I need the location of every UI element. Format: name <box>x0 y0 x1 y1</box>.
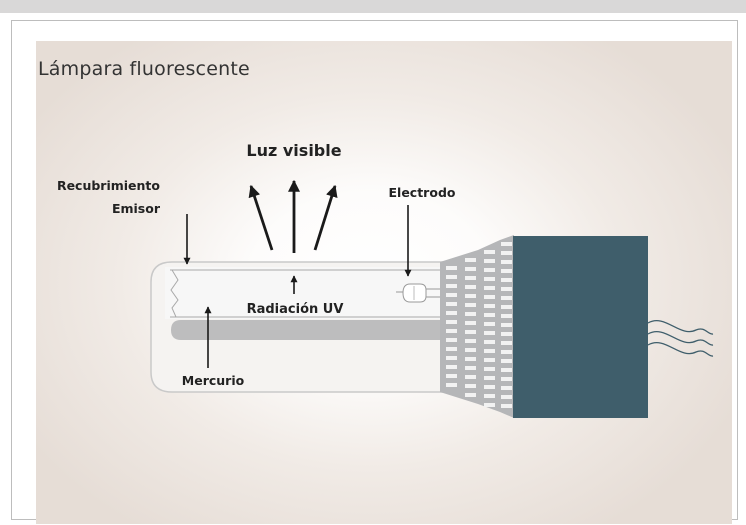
visible-light-arrow-left <box>248 184 274 251</box>
mercury-rod <box>171 320 462 340</box>
electrode-label: Electrodo <box>389 185 456 200</box>
emitter-coating <box>170 269 450 318</box>
coating-label-line1: Recubrimiento <box>57 178 160 193</box>
uv-radiation-label: Radiación UV <box>247 302 344 317</box>
visible-light-arrow-right <box>313 184 338 251</box>
electrical-wires <box>647 320 714 357</box>
ribbed-neck <box>440 235 514 418</box>
rib-pattern <box>446 242 512 408</box>
top-band <box>0 0 746 13</box>
diagram-title: Lámpara fluorescente <box>38 58 250 80</box>
mercury-label: Mercurio <box>182 373 245 388</box>
lamp-base <box>513 236 648 418</box>
visible-light-arrows <box>248 179 338 253</box>
electrode <box>396 283 444 303</box>
visible-light-label: Luz visible <box>246 141 341 160</box>
coating-label-line2: Emisor <box>112 201 161 216</box>
